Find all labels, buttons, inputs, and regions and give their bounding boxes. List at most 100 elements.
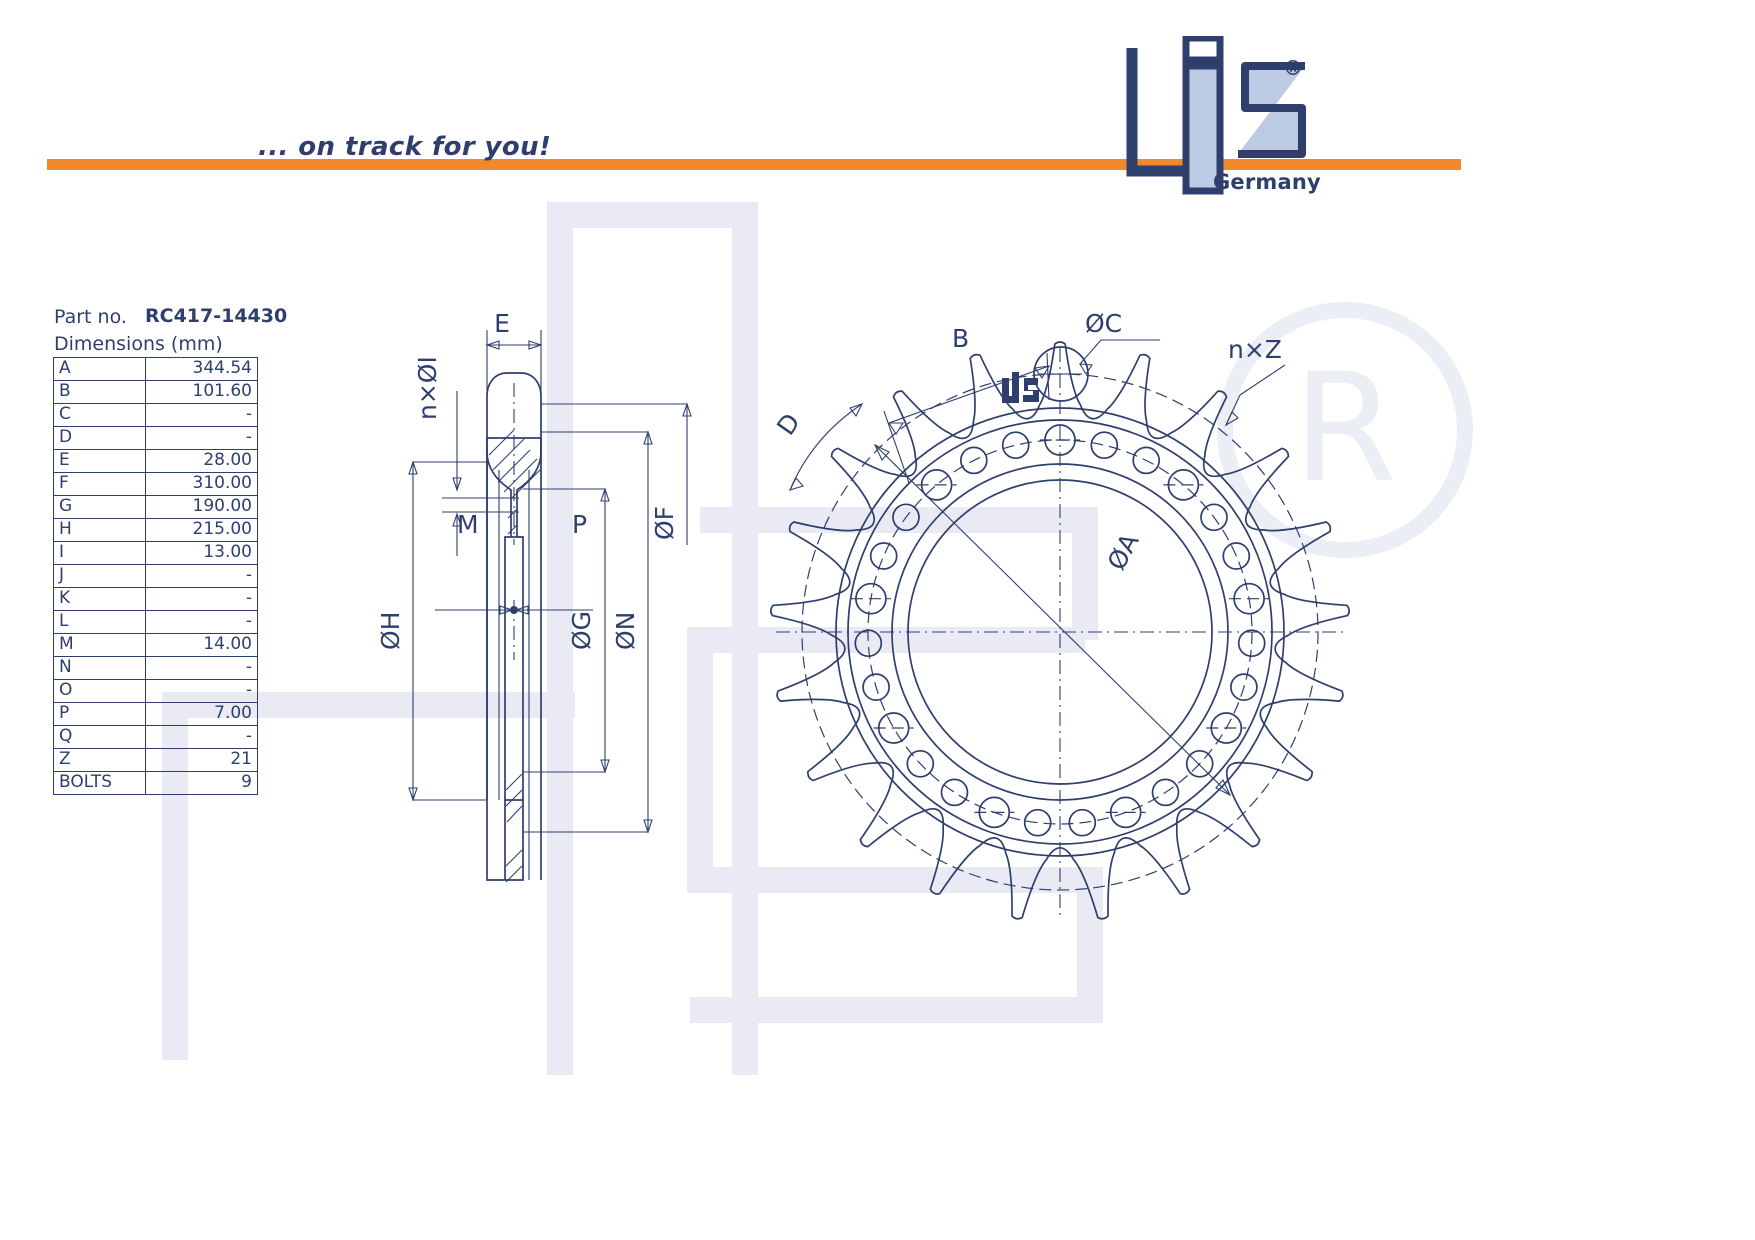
label-A: ØA [1102,529,1145,575]
small-hole [1151,778,1180,807]
label-C: ØC [1085,309,1122,338]
label-M: M [457,510,479,539]
hole-ring [850,424,1270,837]
label-D: D [771,408,806,440]
small-hole [1068,808,1097,837]
part-no-label: Part no. [54,306,127,328]
small-hole [1090,431,1119,460]
label-H: ØH [376,612,405,650]
small-hole [959,446,988,475]
hub-lis-mark [1002,372,1039,403]
label-G: ØG [567,611,596,650]
sprocket-teeth [769,341,1351,920]
label-P: P [572,510,587,539]
label-E: E [494,309,510,338]
dim-M: M [435,510,518,615]
table-row: K- [52,587,258,611]
label-N: ØN [611,612,640,650]
dimension-value: - [145,587,258,611]
label-nxI: n×ØI [413,356,442,420]
dimension-key: L [52,610,147,634]
dimension-value: 190.00 [145,495,258,519]
dim-D: D [771,403,864,491]
dim-nxI: n×ØI [413,356,519,556]
small-hole [1185,749,1214,778]
dimension-value: - [145,725,258,749]
small-hole [940,778,969,807]
front-view: B ØC n×Z D [769,309,1351,920]
dimension-value: - [145,564,258,588]
dimension-key: BOLTS [52,771,147,795]
small-hole [1001,431,1030,460]
section-view: E n×ØI M P [376,309,692,883]
dimension-key: A [52,357,147,381]
small-hole [869,542,898,570]
small-hole [892,503,920,532]
dimension-key: N [52,656,147,680]
part-no-value: RC417-14430 [145,305,288,327]
lis-logo-icon [1126,36,1306,195]
table-row: J- [52,564,258,588]
table-row: O- [52,679,258,703]
header-tagline: ... on track for you! [258,132,552,162]
table-row: D- [52,426,258,450]
logo-registered-mark: ® [1283,56,1303,80]
pitch-circle [801,373,1319,891]
table-row: L- [52,610,258,634]
dimension-value: - [145,679,258,703]
small-hole [1230,673,1258,701]
dim-G: ØG [523,487,610,774]
small-hole [1237,629,1266,658]
small-hole [1132,446,1161,475]
dimension-key: B [52,380,147,404]
small-hole [1023,808,1052,837]
dim-B: B [883,324,1051,484]
table-row: C- [52,403,258,427]
dimension-value: 215.00 [145,518,258,542]
dim-F: ØF [541,402,692,545]
dimension-key: O [52,679,147,703]
dimension-value: 13.00 [145,541,258,565]
dimension-value: 9 [145,771,258,795]
dimensions-label: Dimensions (mm) [54,333,223,355]
dimension-value: 28.00 [145,449,258,473]
logo-country-label: Germany [1213,170,1321,194]
dimension-key: H [52,518,147,542]
dimension-key: C [52,403,147,427]
dimension-key: G [52,495,147,519]
small-hole [854,629,883,658]
label-F: ØF [650,506,679,540]
small-hole [1222,542,1251,570]
dimension-value: - [145,426,258,450]
dimension-key: K [52,587,147,611]
dimension-value: 7.00 [145,702,258,726]
dimension-key: P [52,702,147,726]
dimension-key: J [52,564,147,588]
label-nxZ: n×Z [1228,335,1282,364]
label-B: B [952,324,969,353]
dim-P: P [514,510,593,615]
dimension-value: 101.60 [145,380,258,404]
dim-nxZ: n×Z [1224,335,1286,427]
small-hole [862,673,890,701]
header-rule [47,159,1461,170]
dim-H: ØH [376,460,487,802]
table-row: Q- [52,725,258,749]
dim-C: ØC [1033,309,1160,402]
dim-E: E [485,309,543,350]
table-row: N- [52,656,258,680]
dimension-key: F [52,472,147,496]
small-hole [1200,503,1228,532]
small-hole [906,749,935,778]
